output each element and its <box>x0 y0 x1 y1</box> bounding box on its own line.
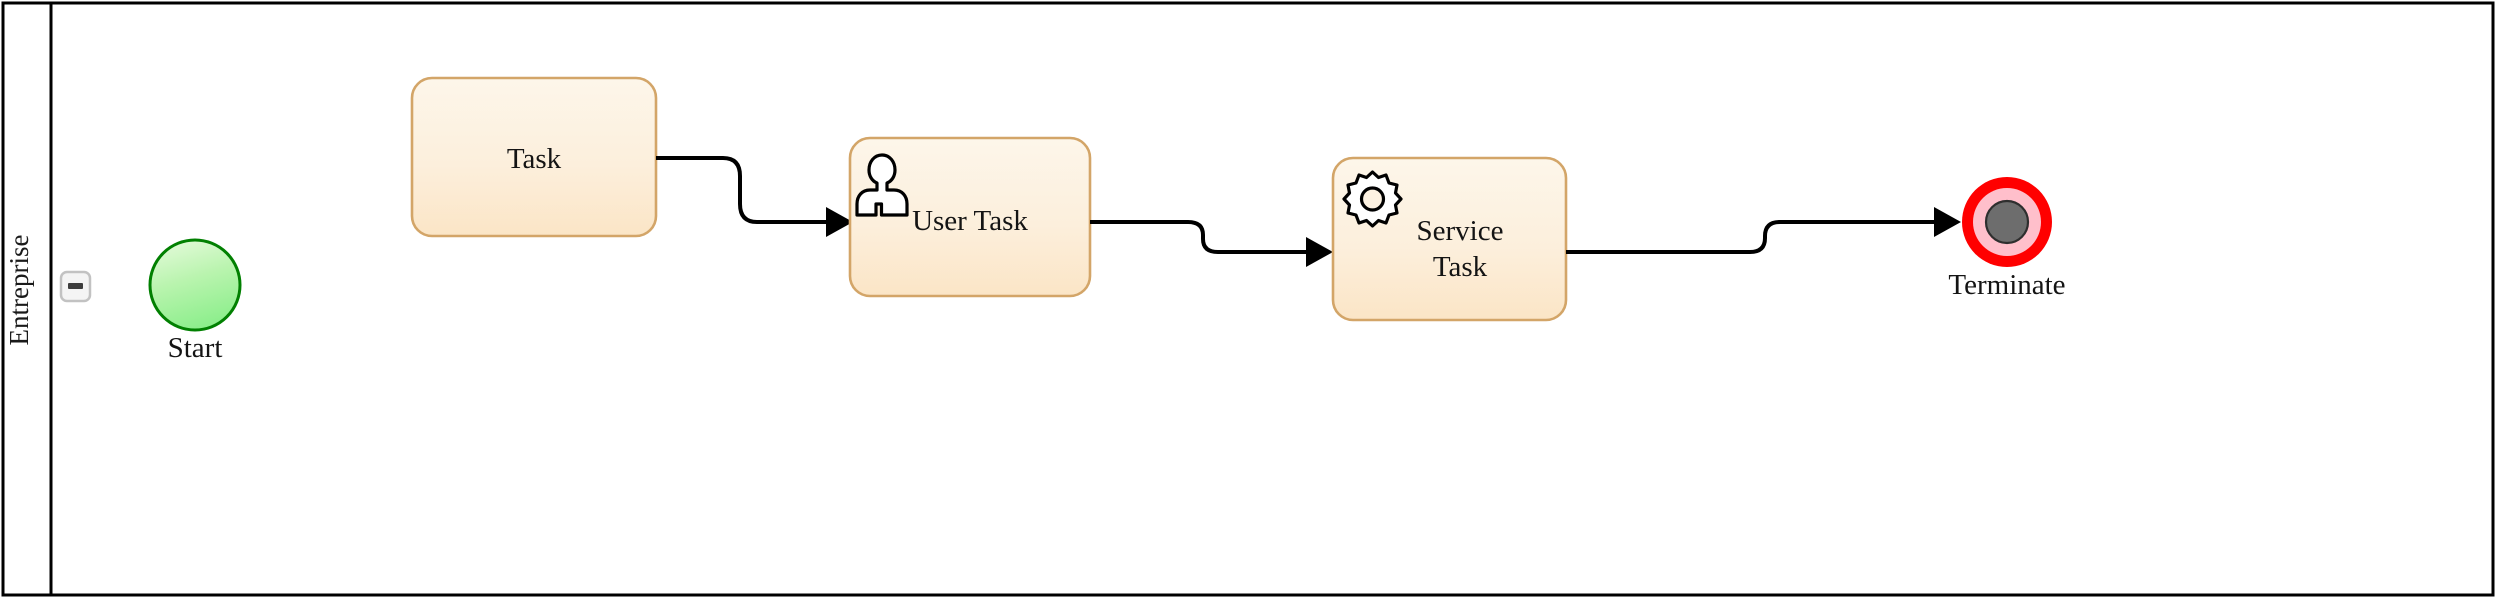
flow-1-arrowhead <box>826 207 853 237</box>
start-event-label: Start <box>168 332 223 364</box>
node-task[interactable]: Task <box>410 76 658 238</box>
gear-icon <box>1342 170 1403 228</box>
service-task-label-line1: Service <box>1417 215 1504 247</box>
user-task-label: User Task <box>912 205 1028 237</box>
sequence-flow-1[interactable] <box>656 156 853 237</box>
service-task-label-line2: Task <box>1433 251 1488 283</box>
terminate-core-disc <box>1984 199 2030 245</box>
node-start-event[interactable]: Start <box>148 238 242 364</box>
flow-2-line[interactable] <box>1090 220 1310 254</box>
flow-3-line[interactable] <box>1566 220 1938 254</box>
flow-1-line[interactable] <box>656 156 830 224</box>
flow-2-arrowhead <box>1306 237 1333 267</box>
node-user-task[interactable]: User Task <box>848 136 1092 298</box>
node-service-task[interactable]: Service Task <box>1331 156 1568 322</box>
pool-collapse-button[interactable] <box>59 270 92 303</box>
task-label: Task <box>507 143 562 175</box>
flow-3-arrowhead <box>1934 207 1961 237</box>
terminate-event-label: Terminate <box>1948 269 2065 301</box>
sequence-flow-3[interactable] <box>1566 207 1961 254</box>
node-terminate-event[interactable]: Terminate <box>1948 177 2066 301</box>
start-event-circle[interactable] <box>148 238 242 332</box>
pool-label: Entreprise <box>4 235 34 346</box>
user-task-box[interactable] <box>848 136 1092 298</box>
sequence-flow-2[interactable] <box>1090 220 1333 267</box>
gear-center <box>1359 186 1386 212</box>
user-icon <box>855 153 909 217</box>
pool-header-band <box>1 1 53 597</box>
minus-icon <box>68 283 83 289</box>
